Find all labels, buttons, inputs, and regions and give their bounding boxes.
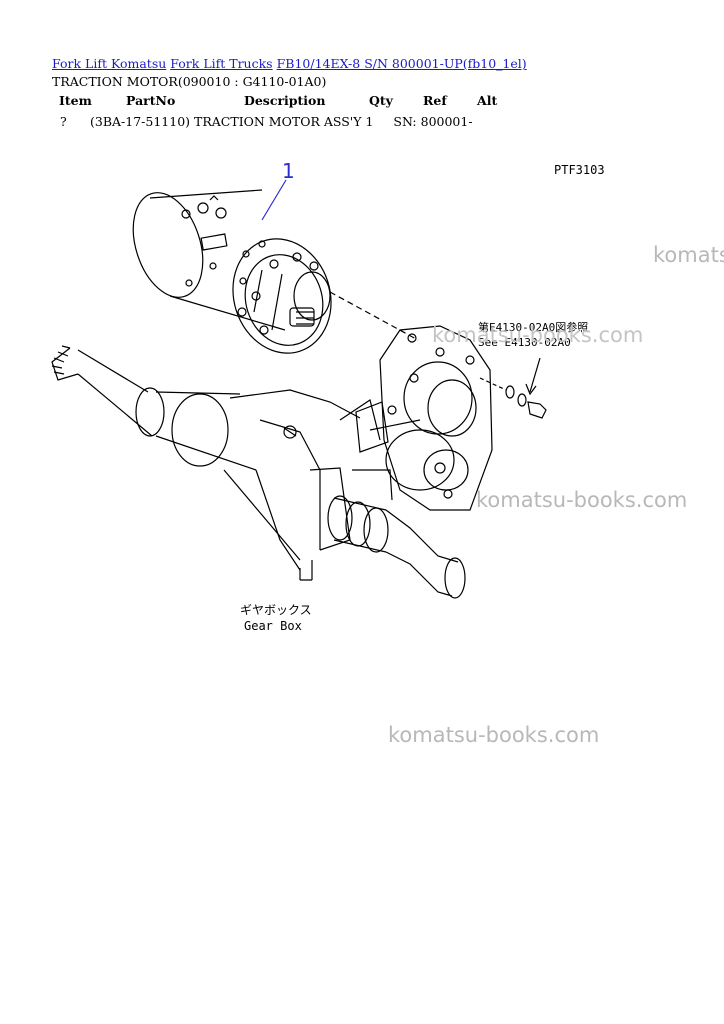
- see-note-ja-label: 第E4130-02A0図参照: [478, 320, 588, 334]
- col-header-partno: PartNo: [126, 93, 176, 108]
- bolt-drawing: [479, 357, 547, 419]
- col-header-item: Item: [59, 93, 92, 108]
- col-header-ref: Ref: [423, 93, 447, 108]
- cell-row-details: (3BA-17-51110) TRACTION MOTOR ASS'Y 1 SN…: [90, 114, 497, 129]
- col-header-description: Description: [244, 93, 326, 108]
- watermark-text: komatsu-books.com: [388, 723, 600, 747]
- table-header-row: Item PartNo Description Qty Ref Alt: [52, 93, 497, 114]
- traction-motor-drawing: [132, 189, 332, 354]
- breadcrumb-link-forklift-komatsu[interactable]: Fork Lift Komatsu: [52, 56, 167, 71]
- output-shaft-drawing: [327, 495, 466, 599]
- breadcrumb-link-forklift-trucks[interactable]: Fork Lift Trucks: [170, 56, 273, 71]
- col-header-qty: Qty: [369, 93, 393, 108]
- drawing-code-label: PTF3103: [554, 163, 605, 177]
- watermark-text: komatsu-books.com: [476, 488, 688, 512]
- watermark-text: komatsu-books.com: [432, 323, 644, 347]
- parts-table: Item PartNo Description Qty Ref Alt ? (3…: [52, 93, 497, 129]
- gearbox-en-label: Gear Box: [244, 619, 302, 633]
- cell-item: ?: [60, 114, 67, 129]
- page-subtitle: TRACTION MOTOR(090010 : G4110-01A0): [52, 74, 327, 89]
- see-note-en-label: See E4130-02A0: [478, 336, 571, 349]
- cell-ref: SN: 800001-: [393, 114, 473, 129]
- gearbox-ja-label: ギヤボックス: [240, 603, 312, 617]
- col-header-alt: Alt: [477, 93, 498, 108]
- gearbox-drawing: [352, 325, 493, 511]
- table-row: ? (3BA-17-51110) TRACTION MOTOR ASS'Y 1 …: [52, 114, 497, 129]
- cell-partno: (3BA-17-51110): [90, 114, 191, 129]
- cell-description: TRACTION MOTOR ASS'Y: [194, 114, 362, 129]
- traction-motor-diagram: 1 PTF3103 第E4130-02A0図参照 See E4130-02A0 …: [51, 159, 605, 633]
- breadcrumb-link-model[interactable]: FB10/14EX-8 S/N 800001-UP(fb10_1el): [276, 56, 527, 71]
- cell-qty: 1: [365, 114, 374, 129]
- axle-shaft-drawing: [51, 345, 381, 581]
- breadcrumb: Fork Lift Komatsu Fork Lift Trucks FB10/…: [52, 56, 527, 71]
- watermark-text: komatsu-books.com: [653, 243, 724, 267]
- ref-number-label: 1: [282, 159, 295, 183]
